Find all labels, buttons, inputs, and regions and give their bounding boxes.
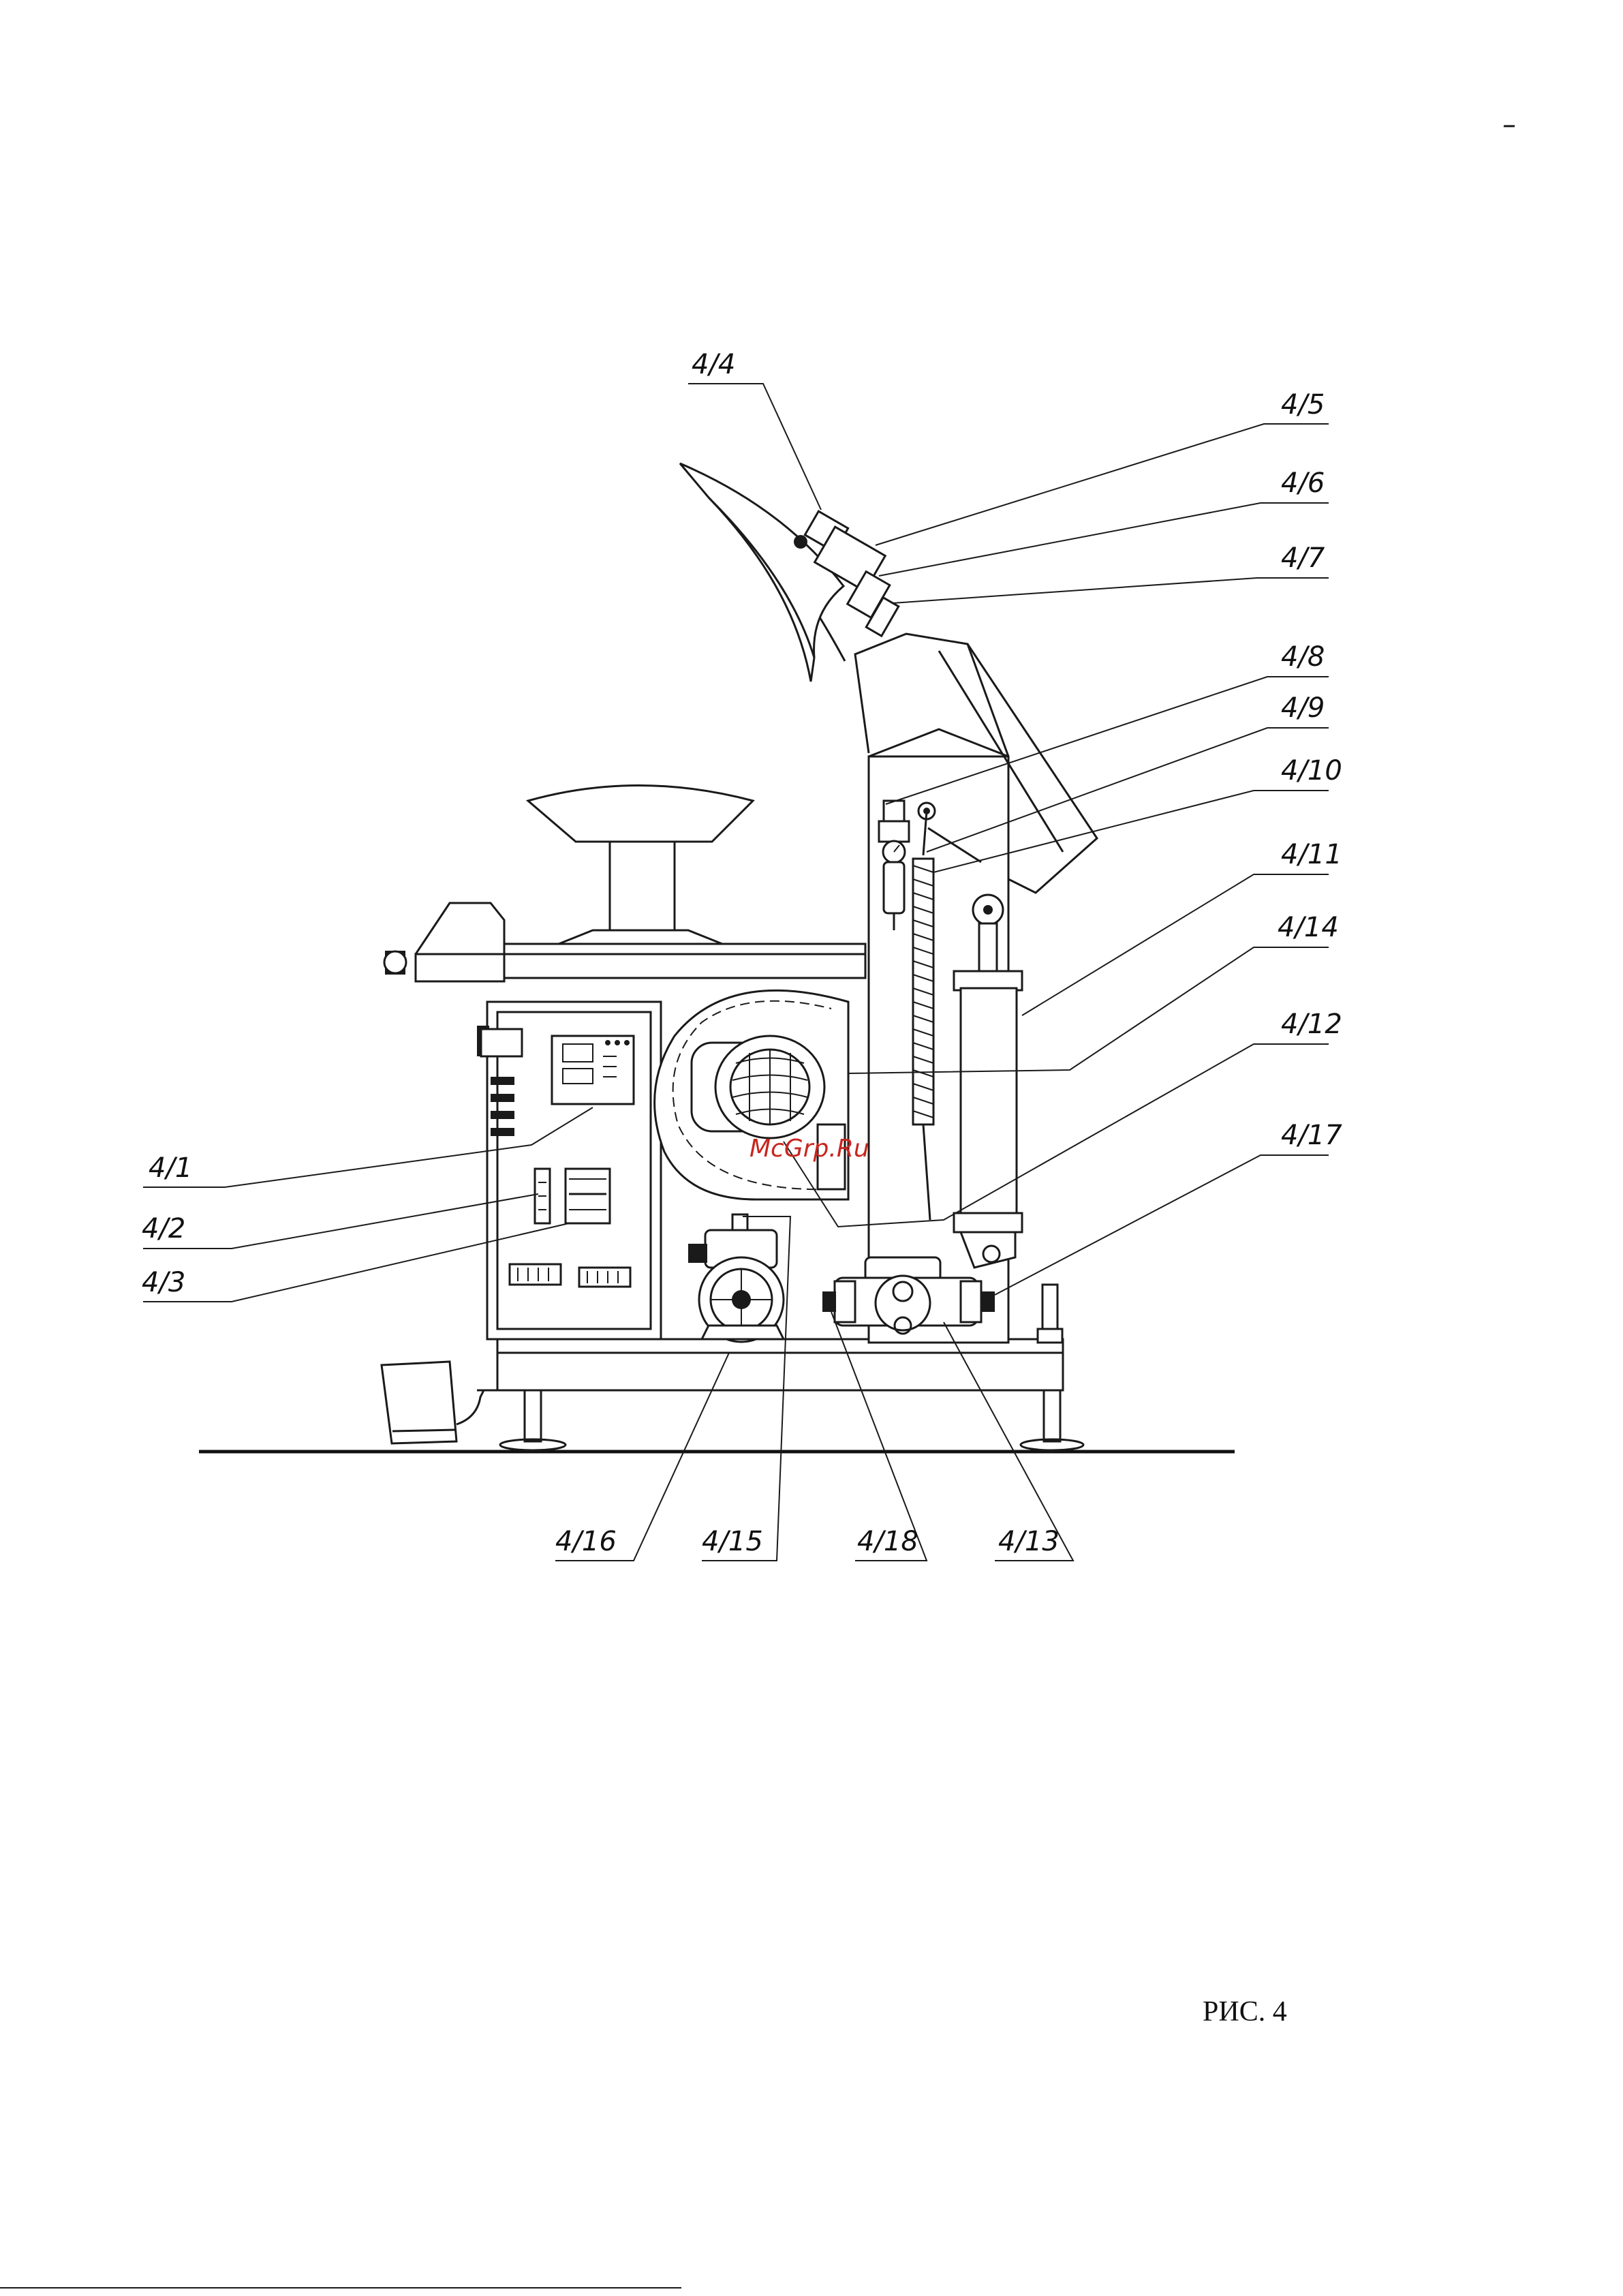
callout-4-6: 4/6 — [1281, 468, 1325, 499]
callout-4-13: 4/13 — [998, 1526, 1060, 1557]
callout-4-9: 4/9 — [1281, 692, 1325, 724]
feed-hopper — [528, 786, 753, 931]
figure-caption: РИС. 4 — [1203, 1996, 1287, 2027]
callout-4-10: 4/10 — [1281, 755, 1342, 786]
callout-4-12: 4/12 — [1281, 1009, 1342, 1040]
control-cabinet — [477, 1002, 661, 1339]
drain-bucket — [382, 1362, 497, 1443]
pump-unit — [688, 1214, 784, 1342]
watermark: McGrp.Ru — [749, 1135, 869, 1163]
callout-4-3: 4/3 — [142, 1267, 185, 1298]
callout-4-11: 4/11 — [1281, 839, 1342, 870]
callout-4-18: 4/18 — [857, 1526, 918, 1557]
corner-mark: – — [1502, 109, 1516, 140]
callout-4-16: 4/16 — [555, 1526, 617, 1557]
callout-4-2: 4/2 — [142, 1213, 185, 1244]
callout-4-5: 4/5 — [1281, 389, 1325, 420]
callout-4-8: 4/8 — [1281, 641, 1325, 673]
callout-4-7: 4/7 — [1281, 542, 1325, 574]
callout-4-4: 4/4 — [692, 349, 735, 380]
callout-4-17: 4/17 — [1281, 1120, 1342, 1151]
callout-4-15: 4/15 — [702, 1526, 763, 1557]
callout-4-14: 4/14 — [1278, 912, 1339, 943]
blower-fan — [655, 990, 848, 1199]
callout-4-1: 4/1 — [149, 1152, 192, 1184]
top-table — [384, 903, 865, 981]
